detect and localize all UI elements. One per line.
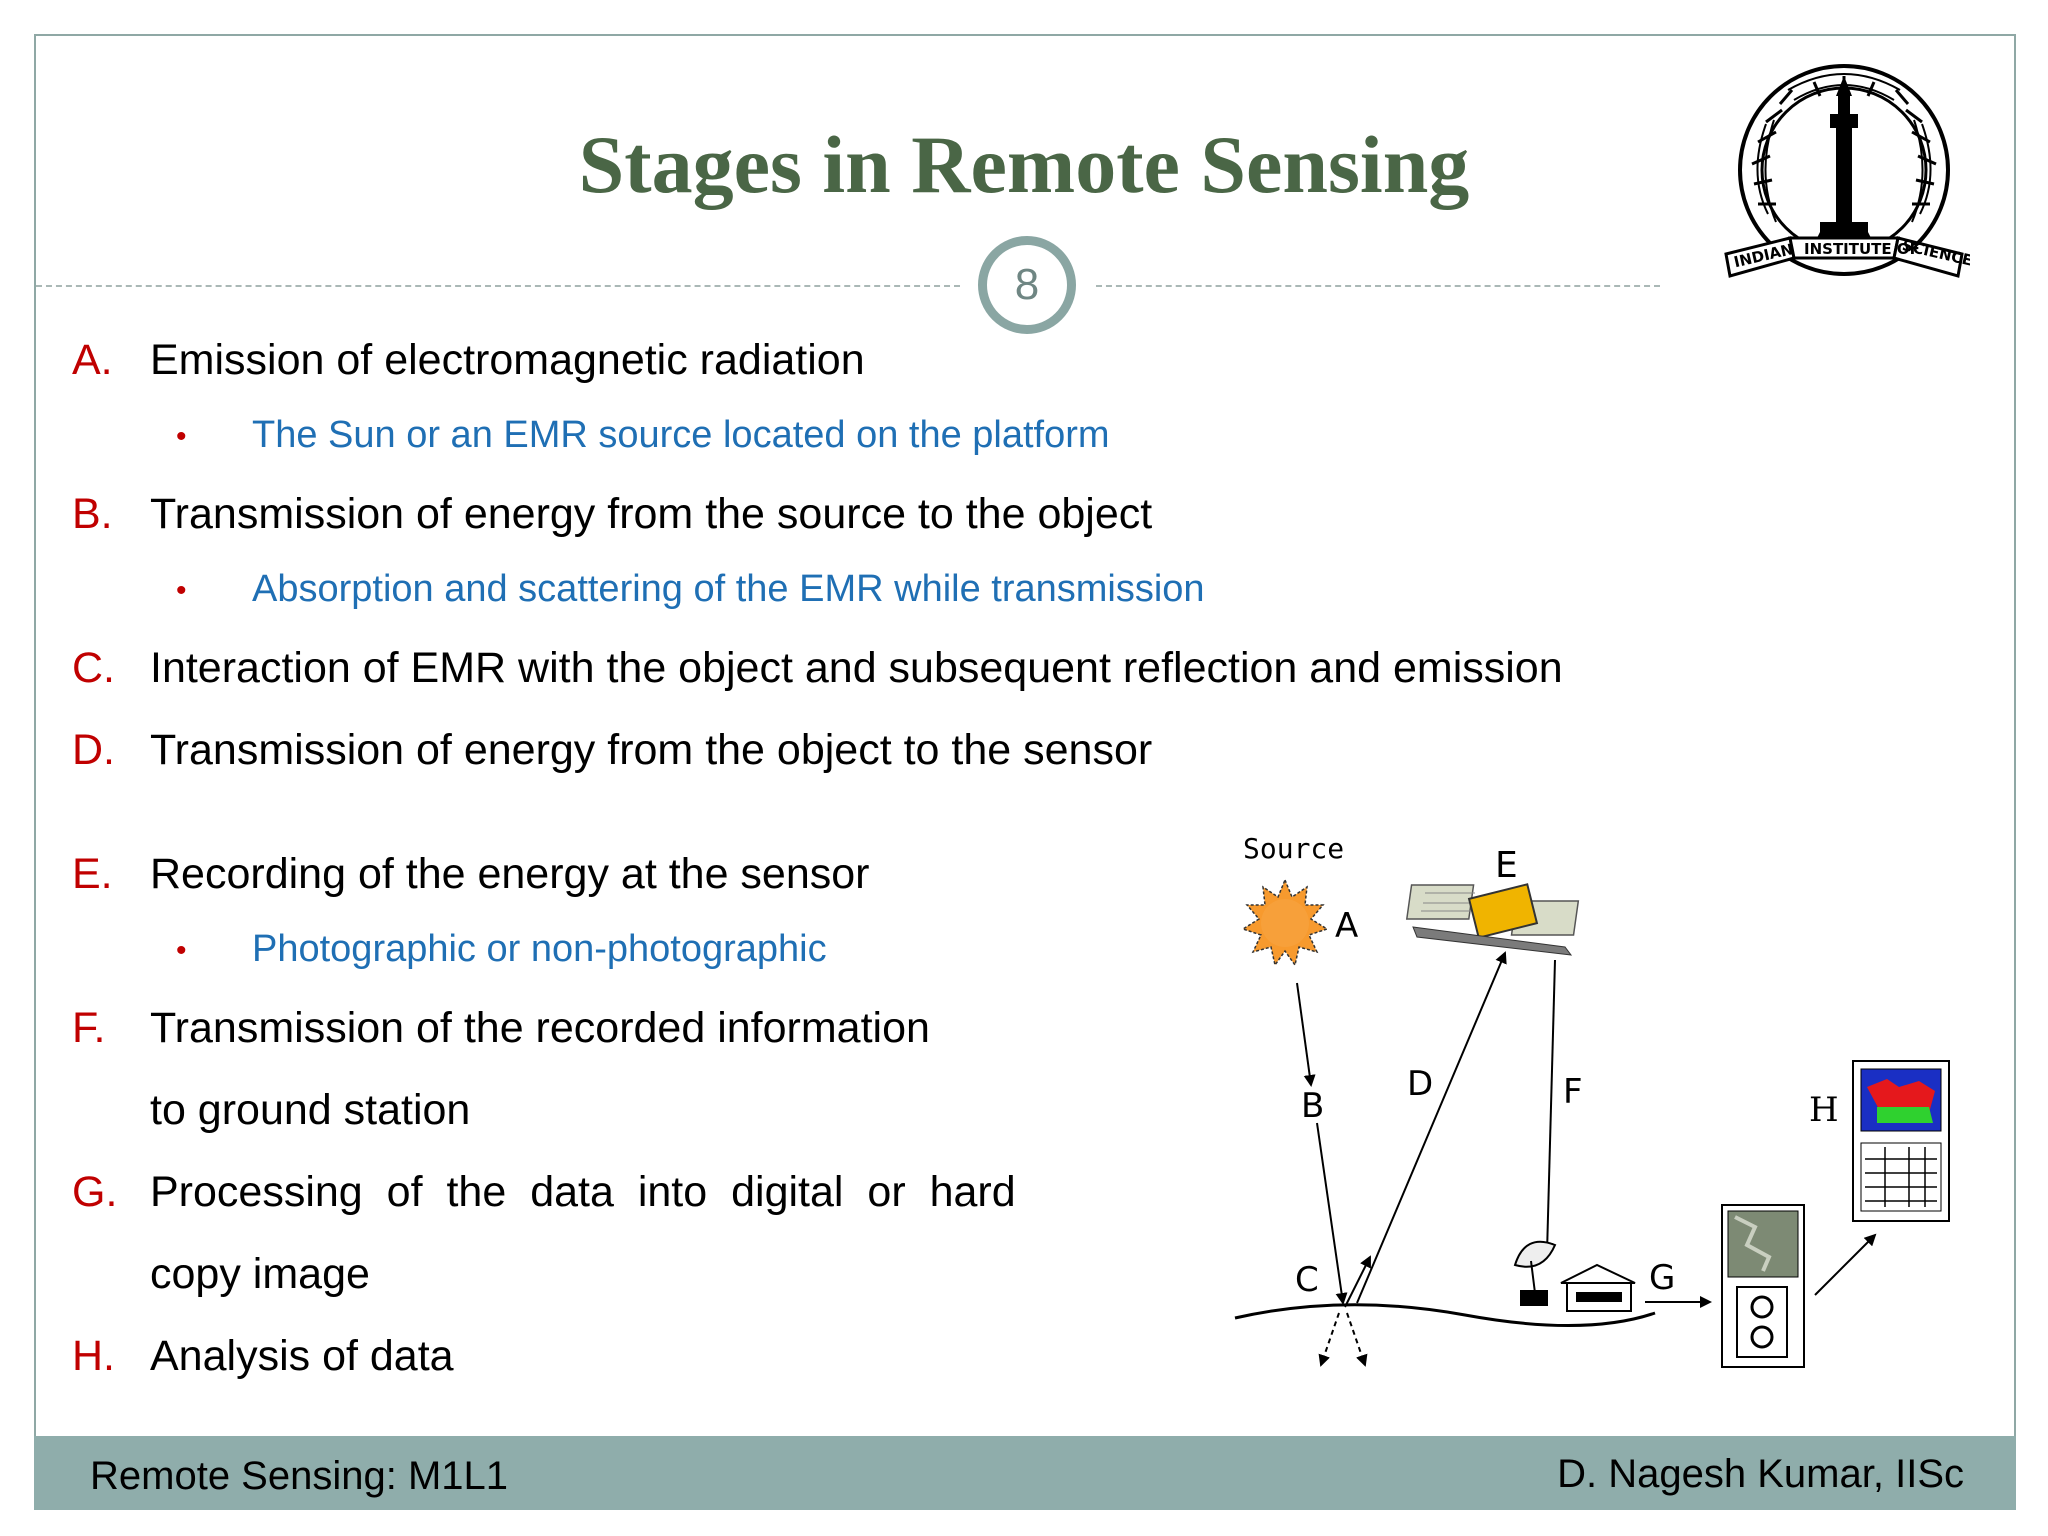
ground-line	[1234, 1303, 1656, 1327]
arrow-c-scatter-left	[1318, 1312, 1340, 1367]
header-divider-left	[36, 285, 960, 287]
footer-course-label: Remote Sensing: M1L1	[90, 1454, 509, 1498]
sun-icon	[1241, 878, 1329, 967]
label-b: B	[1301, 1086, 1324, 1126]
subitem-text: The Sun or an EMR source located on the …	[252, 414, 1110, 456]
stage-text: Transmission of energy from the source t…	[150, 490, 1153, 538]
bullet-icon: •	[176, 933, 187, 967]
label-c: C	[1295, 1260, 1319, 1300]
stage-text: Transmission of the recorded information	[150, 1004, 930, 1052]
stage-text: Transmission of energy from the object t…	[150, 726, 1153, 774]
stage-item-b: B. Transmission of energy from the source…	[72, 490, 1152, 539]
stage-item-a: A. Emission of electromagnetic radiation	[72, 336, 865, 385]
stage-subitem-a: • The Sun or an EMR source located on the…	[176, 414, 1110, 457]
stage-item-f: F. Transmission of the recorded informati…	[72, 1004, 930, 1053]
stage-letter: A.	[72, 336, 113, 384]
stage-item-c: C. Interaction of EMR with the object and…	[72, 644, 1563, 693]
stage-letter: F.	[72, 1004, 106, 1052]
stage-letter: D.	[72, 726, 115, 774]
footer-author-label: D. Nagesh Kumar, IISc	[1557, 1452, 1964, 1496]
subitem-text: Absorption and scattering of the EMR whi…	[252, 568, 1205, 610]
stage-item-d: D. Transmission of energy from the object…	[72, 726, 1152, 775]
bullet-icon: •	[176, 573, 187, 607]
slide-title: Stages in Remote Sensing	[578, 119, 1470, 210]
stage-text: Analysis of data	[150, 1332, 454, 1380]
label-g: G	[1649, 1258, 1675, 1298]
stage-item-e: E. Recording of the energy at the sensor	[72, 850, 870, 899]
stage-letter: G.	[72, 1168, 118, 1216]
stage-item-g: G. Processing of the data into digital or…	[72, 1168, 1016, 1217]
label-e: E	[1495, 845, 1518, 886]
arrow-d	[1356, 951, 1507, 1304]
arrow-h	[1814, 1233, 1877, 1296]
label-h: H	[1809, 1090, 1839, 1130]
analysis-output-icon	[1852, 1060, 1950, 1222]
stage-subitem-b: • Absorption and scattering of the EMR wh…	[176, 568, 1205, 611]
subitem-text: Photographic or non-photographic	[252, 928, 827, 970]
stage-letter: B.	[72, 490, 113, 538]
arrow-c-reflect	[1344, 1255, 1371, 1308]
remote-sensing-diagram: Source A E B D F C G	[1234, 832, 1950, 1368]
arrow-c-scatter-right	[1346, 1312, 1368, 1367]
label-d: D	[1407, 1064, 1433, 1104]
stage-text: Recording of the energy at the sensor	[150, 850, 870, 898]
stage-text: Interaction of EMR with the object and s…	[150, 644, 1563, 692]
ground-station-icon	[1560, 1263, 1636, 1312]
label-a: A	[1335, 906, 1358, 946]
logo-text-institute: INSTITUTE OF	[1804, 240, 1920, 258]
satellite-dish-icon	[1513, 1240, 1557, 1306]
stage-text: Processing of the data into digital or h…	[150, 1168, 1016, 1216]
stage-letter: C.	[72, 644, 115, 692]
stage-continuation-f: to ground station	[150, 1086, 471, 1134]
satellite-icon	[1405, 883, 1580, 956]
iisc-emblem-icon: INDIAN INSTITUTE OF SCIENCE	[1724, 64, 1970, 278]
label-f: F	[1563, 1072, 1583, 1112]
stage-continuation-g: copy image	[150, 1250, 370, 1298]
arrow-f	[1541, 959, 1556, 1255]
page-number-badge: 8	[978, 236, 1076, 334]
processing-unit-icon	[1721, 1204, 1805, 1368]
stage-subitem-e: • Photographic or non-photographic	[176, 928, 827, 971]
header-divider-right	[1096, 285, 1660, 287]
footer-bar	[34, 1436, 2016, 1510]
arrow-b	[1296, 982, 1316, 1087]
stage-letter: H.	[72, 1332, 115, 1380]
stage-text: Emission of electromagnetic radiation	[150, 336, 865, 384]
stage-item-h: H. Analysis of data	[72, 1332, 454, 1381]
arrow-b-ground	[1316, 1122, 1348, 1305]
stage-letter: E.	[72, 850, 113, 898]
bullet-icon: •	[176, 419, 187, 453]
source-label: Source	[1243, 832, 1344, 865]
